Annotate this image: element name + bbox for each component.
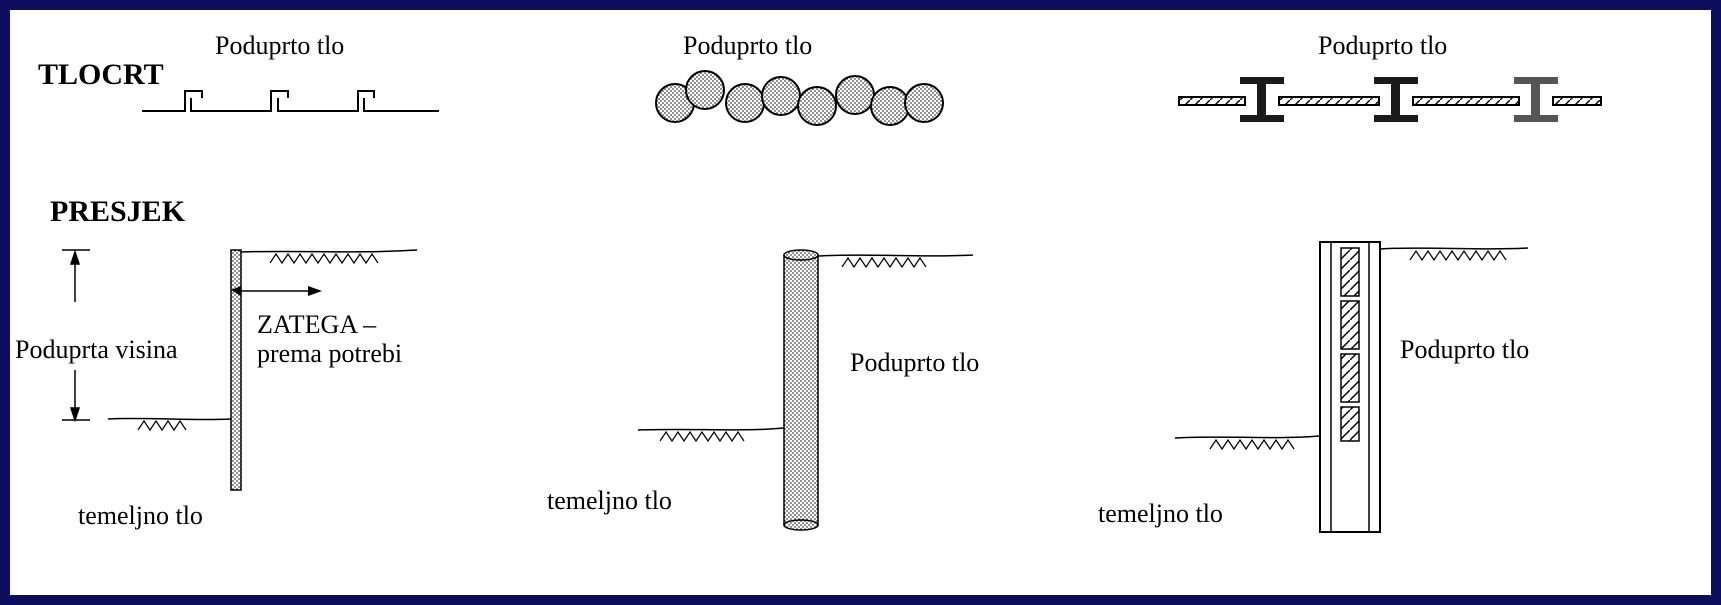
foundation-label-1: temeljno tlo: [78, 501, 203, 530]
plan-heading: TLOCRT: [38, 58, 164, 91]
section-soldier-pile-lagging: [1174, 241, 1529, 533]
anchor-label-line1: ZATEGA –: [257, 310, 377, 339]
foundation-label-3: temeljno tlo: [1098, 499, 1223, 528]
diagram-drawing: [62, 70, 1602, 533]
section-anchored-sheet-pile: [62, 249, 418, 491]
anchor-label-line2: prema potrebi: [257, 339, 403, 368]
height-label: Poduprta visina: [15, 335, 178, 364]
section-bored-pile: [637, 249, 974, 531]
plan-bored-pile-wall: [655, 70, 944, 126]
plan-label-3: Poduprto tlo: [1318, 31, 1448, 60]
retained-soil-label-2: Poduprto tlo: [850, 348, 980, 377]
retained-soil-label-3: Poduprto tlo: [1400, 335, 1530, 364]
plan-label-1: Poduprto tlo: [215, 31, 345, 60]
diagram-frame: TLOCRT PRESJEK Poduprto tlo Poduprto tlo…: [10, 10, 1711, 595]
plan-label-2: Poduprto tlo: [683, 31, 813, 60]
plan-sheet-pile-wall: [142, 90, 439, 112]
section-heading: PRESJEK: [50, 195, 186, 228]
foundation-label-2: temeljno tlo: [547, 486, 672, 515]
plan-soldier-pile-wall: [1178, 77, 1602, 122]
